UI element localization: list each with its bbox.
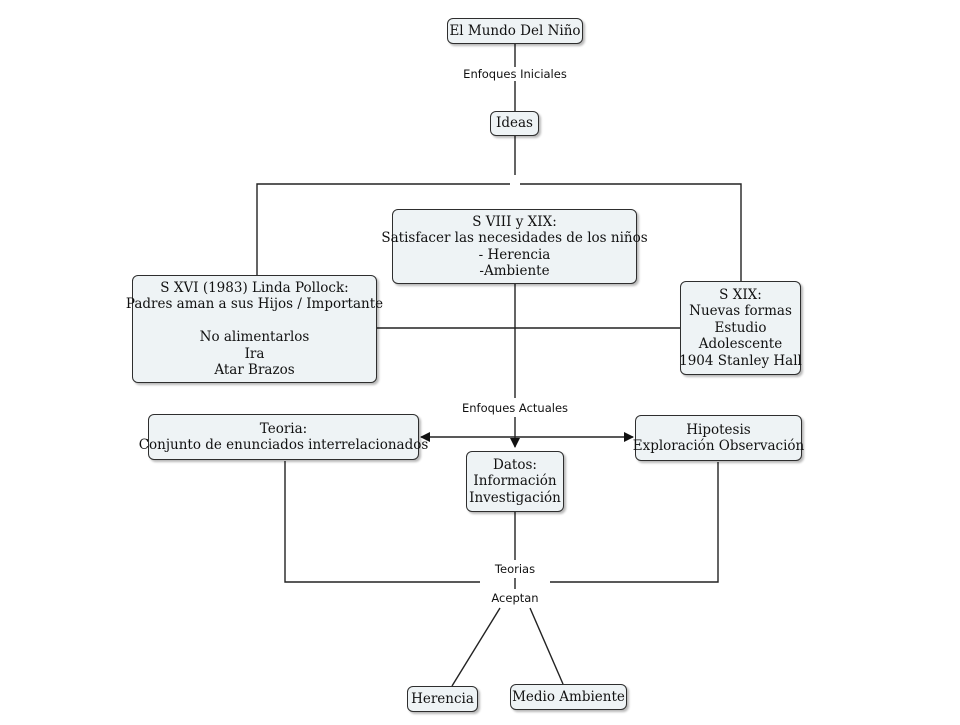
label-enfoques-iniciales: Enfoques Iniciales [459,67,571,81]
node-s16-item: Atar Brazos [214,362,295,378]
node-hipotesis-line1: Exploración Observación [632,438,805,454]
link-aceptan-herencia [451,607,501,687]
node-s18-title: S VIII y XIX: [472,213,557,230]
node-datos-title: Datos: [493,456,537,473]
node-datos-item: Información [473,473,557,490]
node-s18-item: - Herencia [478,246,551,263]
bracket-bottom-left [284,461,480,583]
bracket-top [256,183,510,275]
node-herencia-text: Herencia [411,690,474,707]
label-teorias: Teorias [490,562,540,576]
node-s16-title: S XVI (1983) Linda Pollock: [160,279,349,296]
node-herencia: Herencia [407,686,478,712]
node-s16-item: Ira [244,345,265,362]
node-root-text: El Mundo Del Niño [449,22,581,39]
node-hipotesis-title: Hipotesis [686,421,751,438]
node-s16: S XVI (1983) Linda Pollock: Padres aman … [126,275,383,383]
label-enfoques-actuales: Enfoques Actuales [457,401,573,415]
node-datos-item: Investigación [469,489,561,506]
node-medio-ambiente: Medio Ambiente [510,684,627,710]
node-hipotesis: Hipotesis Exploración Observación [632,415,805,461]
node-s16-item: No alimentarlos [199,329,310,345]
link-aceptan-medio [529,607,564,685]
node-teoria-title: Teoria: [259,420,308,437]
node-s19-item: Nuevas formas [689,303,792,320]
node-s19-item: Adolescente [698,336,783,353]
node-teoria-line1: Conjunto de enunciados interrelacionados [138,437,429,453]
label-aceptan: Aceptan [487,591,543,605]
node-s19-title: S XIX: [719,286,762,303]
bracket-top-right [520,183,742,281]
node-root: El Mundo Del Niño [447,18,583,44]
node-ideas: Ideas [490,111,539,136]
node-s19-item: Estudio [714,319,767,336]
node-s18-item: -Ambiente [479,263,550,279]
node-ideas-text: Ideas [496,115,533,132]
node-medio-ambiente-text: Medio Ambiente [512,688,625,705]
node-s19: S XIX: Nuevas formas Estudio Adolescente… [679,281,802,375]
node-s18: S VIII y XIX: Satisfacer las necesidades… [381,209,648,284]
node-datos: Datos: Información Investigación [466,451,564,512]
node-s16-line1: Padres aman a sus Hijos / Importante [125,296,384,312]
bracket-bottom-right [550,462,719,583]
node-teoria: Teoria: Conjunto de enunciados interrela… [139,414,428,460]
node-s18-line1: Satisfacer las necesidades de los niños [381,230,648,246]
node-s19-item: 1904 Stanley Hall [679,352,802,369]
